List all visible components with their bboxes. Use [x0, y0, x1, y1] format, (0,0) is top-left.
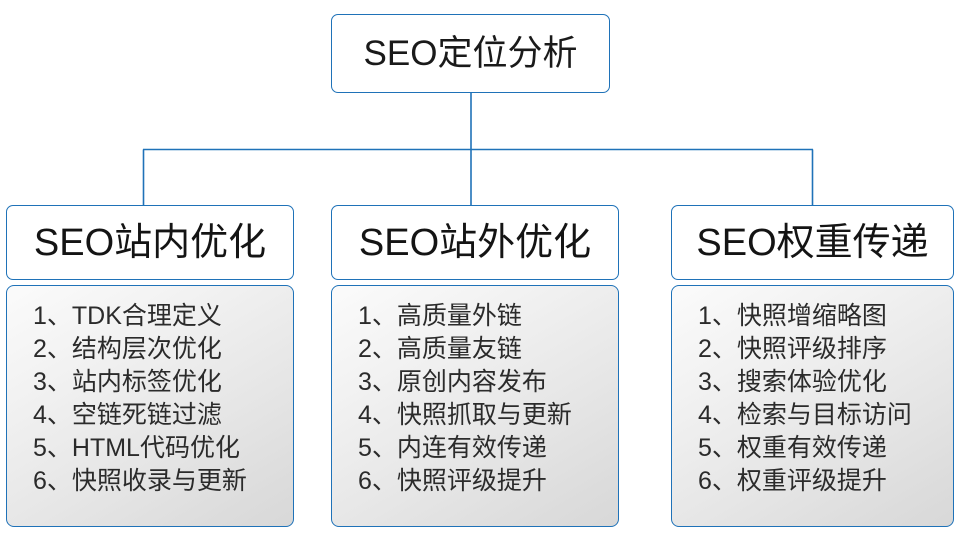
list-item: 1、TDK合理定义 — [33, 302, 222, 330]
list-item: 1、快照增缩略图 — [698, 302, 887, 330]
list-item: 4、空链死链过滤 — [33, 401, 222, 429]
list-item: 6、快照评级提升 — [358, 467, 547, 495]
branch-list-onsite: 1、TDK合理定义 2、结构层次优化 3、站内标签优化 4、空链死链过滤 5、H… — [6, 285, 294, 527]
root-node[interactable]: SEO定位分析 — [331, 14, 610, 93]
list-item: 3、搜索体验优化 — [698, 368, 887, 396]
list-item: 5、权重有效传递 — [698, 434, 887, 462]
list-item: 5、HTML代码优化 — [33, 434, 240, 462]
branch-header-offsite[interactable]: SEO站外优化 — [331, 205, 619, 280]
root-node-label: SEO定位分析 — [363, 34, 578, 73]
list-item: 1、高质量外链 — [358, 302, 522, 330]
list-item: 4、快照抓取与更新 — [358, 401, 572, 429]
list-item: 4、检索与目标访问 — [698, 401, 912, 429]
branch-header-label: SEO权重传递 — [696, 221, 929, 264]
list-item: 6、权重评级提升 — [698, 467, 887, 495]
branch-header-onsite[interactable]: SEO站内优化 — [6, 205, 294, 280]
list-item: 2、高质量友链 — [358, 335, 522, 363]
list-item: 6、快照收录与更新 — [33, 467, 247, 495]
branch-header-label: SEO站内优化 — [33, 221, 267, 264]
list-item: 2、结构层次优化 — [33, 335, 222, 363]
list-item: 3、原创内容发布 — [358, 368, 547, 396]
branch-header-label: SEO站外优化 — [358, 221, 592, 264]
list-item: 5、内连有效传递 — [358, 434, 547, 462]
branch-offsite: SEO站外优化 1、高质量外链 2、高质量友链 3、原创内容发布 4、快照抓取与… — [331, 205, 619, 527]
branch-onsite: SEO站内优化 1、TDK合理定义 2、结构层次优化 3、站内标签优化 4、空链… — [6, 205, 294, 527]
branch-header-weight[interactable]: SEO权重传递 — [671, 205, 954, 280]
branch-list-weight: 1、快照增缩略图 2、快照评级排序 3、搜索体验优化 4、检索与目标访问 5、权… — [671, 285, 954, 527]
branch-list-offsite: 1、高质量外链 2、高质量友链 3、原创内容发布 4、快照抓取与更新 5、内连有… — [331, 285, 619, 527]
list-item: 3、站内标签优化 — [33, 368, 222, 396]
branch-weight: SEO权重传递 1、快照增缩略图 2、快照评级排序 3、搜索体验优化 4、检索与… — [671, 205, 954, 527]
list-item: 2、快照评级排序 — [698, 335, 887, 363]
